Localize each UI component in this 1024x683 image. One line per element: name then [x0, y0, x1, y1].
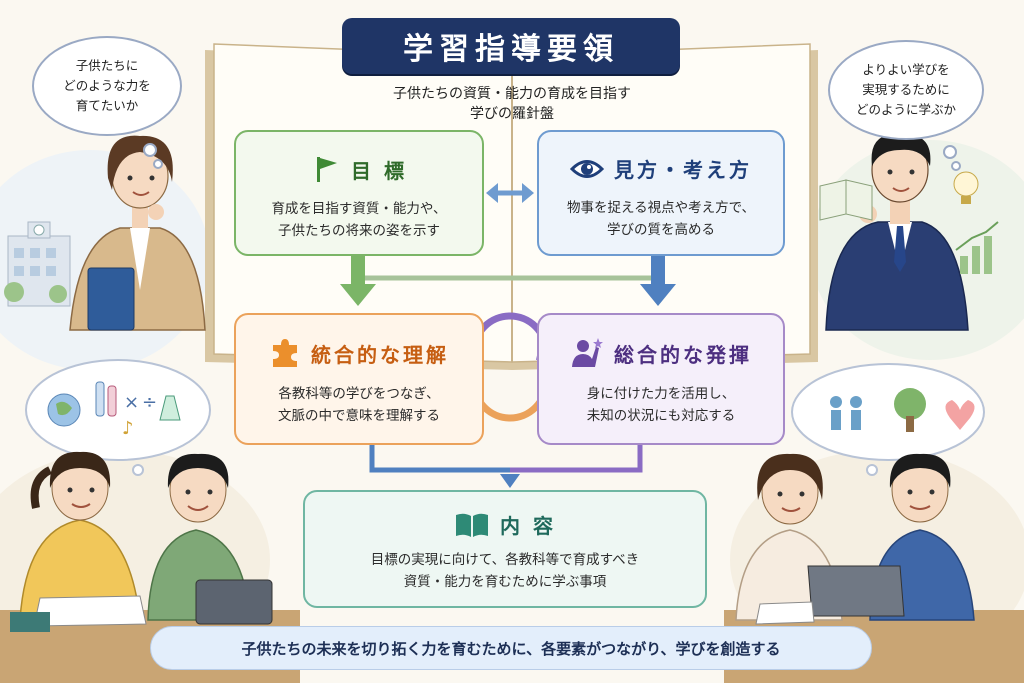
activities-thought-cloud — [791, 363, 985, 476]
card-content-desc-line: 資質・能力を育むために学ぶ事項 — [403, 574, 607, 590]
students-right-illustration — [724, 453, 1024, 683]
footer-banner: 子供たちの未来を切り拓く力を育むために、各要素がつながり、学びを創造する — [150, 626, 872, 670]
subtitle-line: 学びの羅針盤 — [470, 106, 554, 122]
bubble-line: よりよい学びを — [862, 62, 950, 77]
school-building-illustration — [4, 221, 71, 307]
subtitle: 子供たちの資質・能力の育成を目指す 学びの羅針盤 — [352, 84, 672, 124]
page-title: 学習指導要領 — [342, 18, 680, 74]
card-goal-desc-line: 子供たちの将来の姿を示す — [278, 223, 440, 239]
bubble-line: 育てたいか — [75, 98, 139, 113]
flag-icon — [317, 157, 338, 182]
card-viewpoint-title: 見方・考え方 — [614, 158, 752, 182]
bubble-line: 子供たちに — [75, 58, 139, 73]
card-content-desc-line: 目標の実現に向けて、各教科等で育成すべき — [370, 552, 640, 568]
card-viewpoint-desc-line: 学びの質を高める — [607, 222, 715, 238]
card-comprehensive-title: 総合的な発揮 — [614, 342, 752, 367]
open-book-icon — [456, 513, 489, 537]
card-goal: 目 標 育成を目指す資質・能力や、 子供たちの将来の姿を示す — [234, 130, 484, 256]
card-integrated-title: 統合的な理解 — [311, 342, 449, 367]
card-integrated-desc-line: 文脈の中で意味を理解する — [278, 408, 440, 424]
card-content: 内 容 目標の実現に向けて、各教科等で育成すべき 資質・能力を育むために学ぶ事項 — [303, 490, 707, 608]
bubble-line: どのような力を — [63, 78, 151, 93]
card-goal-title: 目 標 — [351, 158, 407, 183]
svg-text:♪: ♪ — [122, 418, 134, 439]
card-integrated-understanding: 統合的な理解 各教科等の学びをつなぎ、 文脈の中で意味を理解する — [234, 313, 484, 445]
speech-bubble-left-teacher: 子供たちに どのような力を 育てたいか — [32, 36, 182, 136]
subjects-thought-cloud: × ÷ ♪ — [25, 359, 211, 476]
speech-bubble-right-teacher: よりよい学びを 実現するために どのように学ぶか — [828, 40, 984, 140]
card-viewpoint-desc-line: 物事を捉える視点や考え方で、 — [566, 200, 756, 216]
card-goal-desc-line: 育成を目指す資質・能力や、 — [271, 201, 447, 217]
subtitle-line: 子供たちの資質・能力の育成を目指す — [393, 86, 631, 102]
card-comprehensive-demonstration: 総合的な発揮 身に付けた力を活用し、 未知の状況にも対応する — [537, 313, 785, 445]
bubble-line: どのように学ぶか — [855, 102, 956, 117]
svg-text:×: × — [124, 392, 139, 413]
card-comprehensive-desc-line: 未知の状況にも対応する — [586, 408, 736, 424]
card-content-title: 内 容 — [500, 514, 556, 538]
puzzle-icon — [273, 339, 297, 367]
card-comprehensive-desc-line: 身に付けた力を活用し、 — [586, 386, 736, 402]
eye-icon — [570, 159, 604, 178]
bubble-line: 実現するために — [862, 82, 950, 97]
person-star-icon — [572, 338, 603, 367]
card-viewpoint: 見方・考え方 物事を捉える視点や考え方で、 学びの質を高める — [537, 130, 785, 256]
male-teacher-illustration — [819, 133, 999, 331]
svg-text:÷: ÷ — [142, 392, 157, 413]
card-integrated-desc-line: 各教科等の学びをつなぎ、 — [278, 386, 440, 402]
